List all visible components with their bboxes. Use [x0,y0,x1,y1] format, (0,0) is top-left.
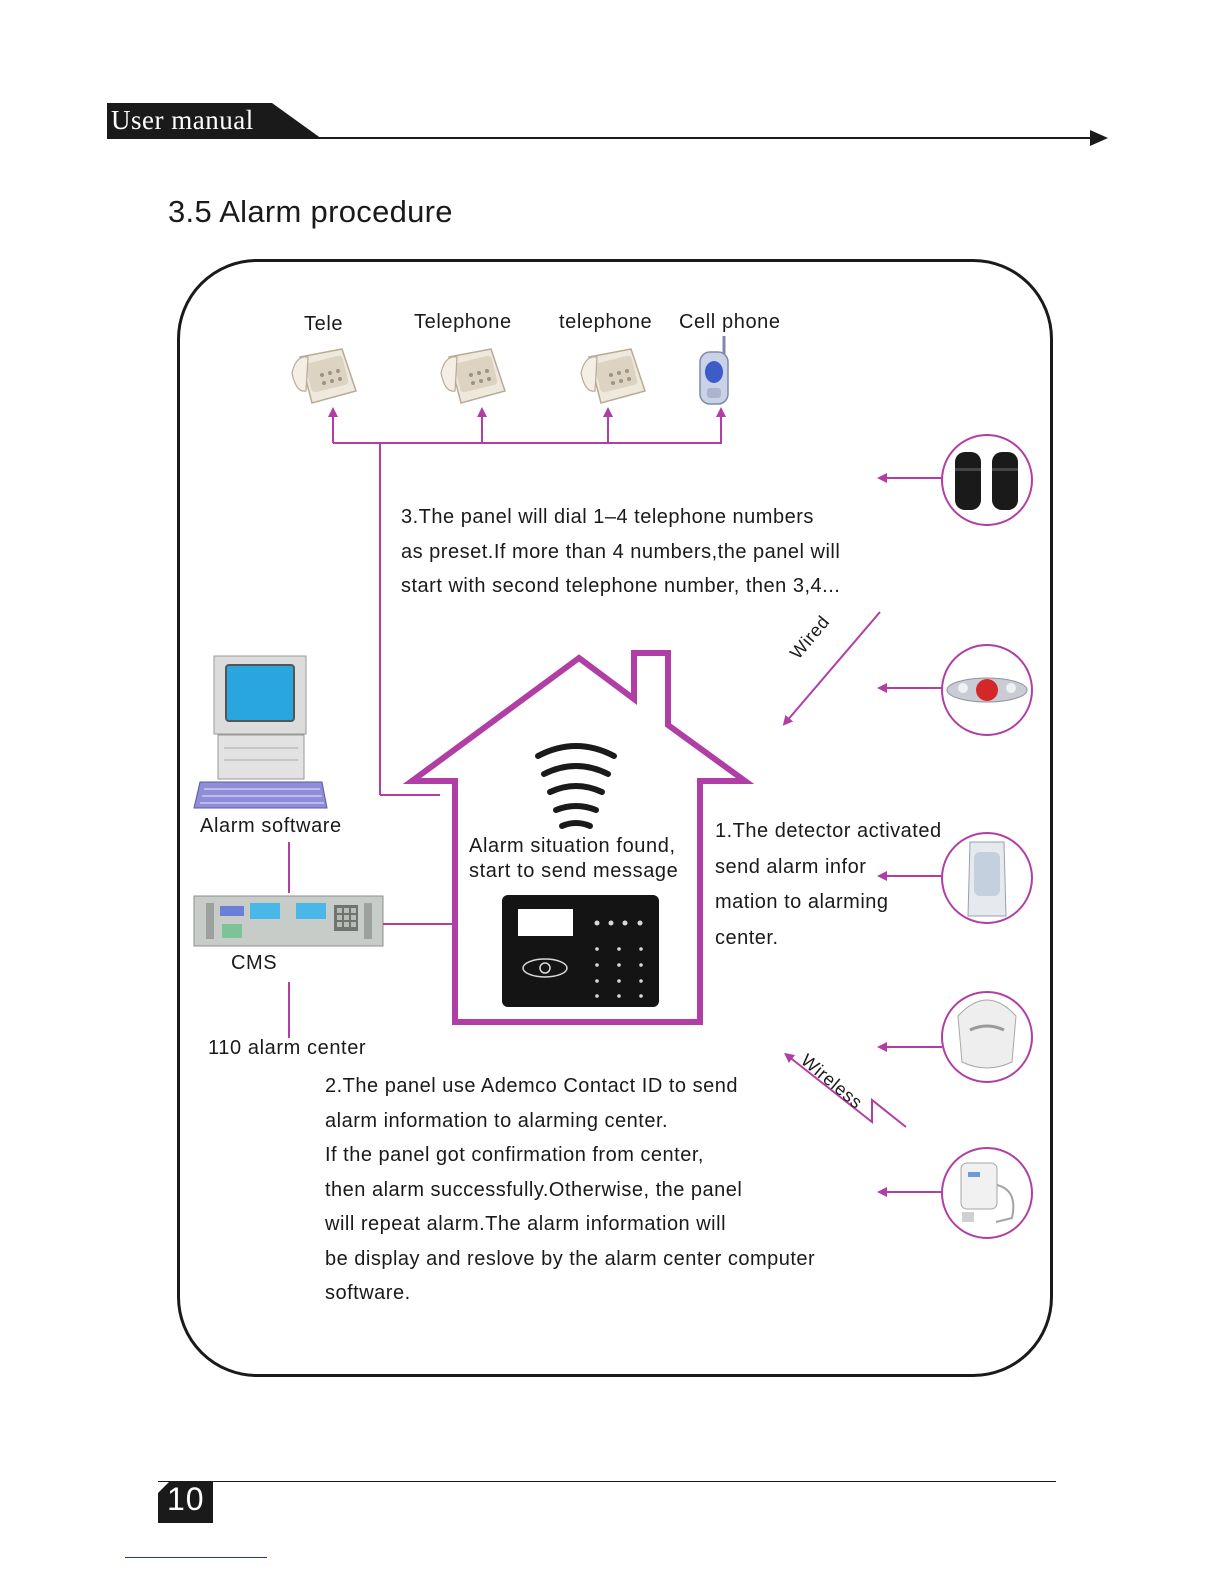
step3-line: start with second telephone number, then… [401,575,841,597]
step3-line: as preset.If more than 4 numbers,the pan… [401,540,841,563]
computer-icon [193,655,328,809]
step2-line: alarm information to alarming center. [325,1109,669,1132]
step1-text: 1.The detector activated send alarm info… [715,814,942,956]
footer-rule [158,1481,1056,1482]
phone-label-1: Tele [304,313,344,335]
alarm-panel-icon [502,895,659,1007]
wireless-link [784,1052,907,1128]
house-message-line: Alarm situation found, [469,835,676,857]
step2-line: If the panel got confirmation from cente… [325,1144,704,1166]
phone-distribution-lines [328,407,726,796]
beam-detector-icon [955,452,1018,510]
cms-label: CMS [231,952,278,974]
house-message-line: start to send message [469,860,679,882]
cms-rack-icon [193,895,384,947]
alarm-software-label: Alarm software [200,815,342,837]
gas-detector-icon [960,1162,1015,1223]
house-message: Alarm situation found, start to send mes… [469,834,678,884]
wired-link [782,611,881,726]
cell-phone-icon [699,336,729,405]
step1-line: 1.The detector activated [715,820,942,842]
ceiling-detector-icon [957,999,1017,1069]
page-number-tab: 10 [158,1481,213,1523]
phone-label-4: Cell phone [679,311,781,333]
desk-telephone-icon [440,348,506,404]
header-label: User manual [111,105,254,135]
wireless-signal-icon [535,743,617,829]
page-number: 10 [167,1481,205,1517]
step2-text: 2.The panel use Ademco Contact ID to sen… [325,1069,815,1311]
step2-line: software. [325,1282,411,1304]
alarm-center-label: 110 alarm center [208,1037,367,1059]
house-outline [402,650,755,1025]
diagram-frame [177,259,1053,1377]
header-rule [107,137,1097,139]
pir-detector-icon [967,841,1007,917]
phone-label-3: telephone [559,311,653,333]
step1-line: center. [715,926,779,949]
step2-line: be display and reslove by the alarm cent… [325,1247,816,1270]
step1-line: send alarm infor [715,855,867,878]
footer-link-line [125,1557,267,1558]
siren-icon [946,677,1028,703]
step3-text: 3.The panel will dial 1–4 telephone numb… [401,500,840,604]
phone-label-2: Telephone [414,311,512,333]
step2-line: 2.The panel use Ademco Contact ID to sen… [325,1075,738,1097]
desk-telephone-icon [291,348,357,404]
step1-line: mation to alarming [715,891,889,913]
step2-line: then alarm successfully.Otherwise, the p… [325,1178,743,1201]
step3-line: 3.The panel will dial 1–4 telephone numb… [401,506,814,528]
header-arrow-icon [1090,130,1108,146]
desk-telephone-icon [580,348,646,404]
step2-line: will repeat alarm.The alarm information … [325,1213,727,1235]
section-title: 3.5 Alarm procedure [168,194,453,229]
